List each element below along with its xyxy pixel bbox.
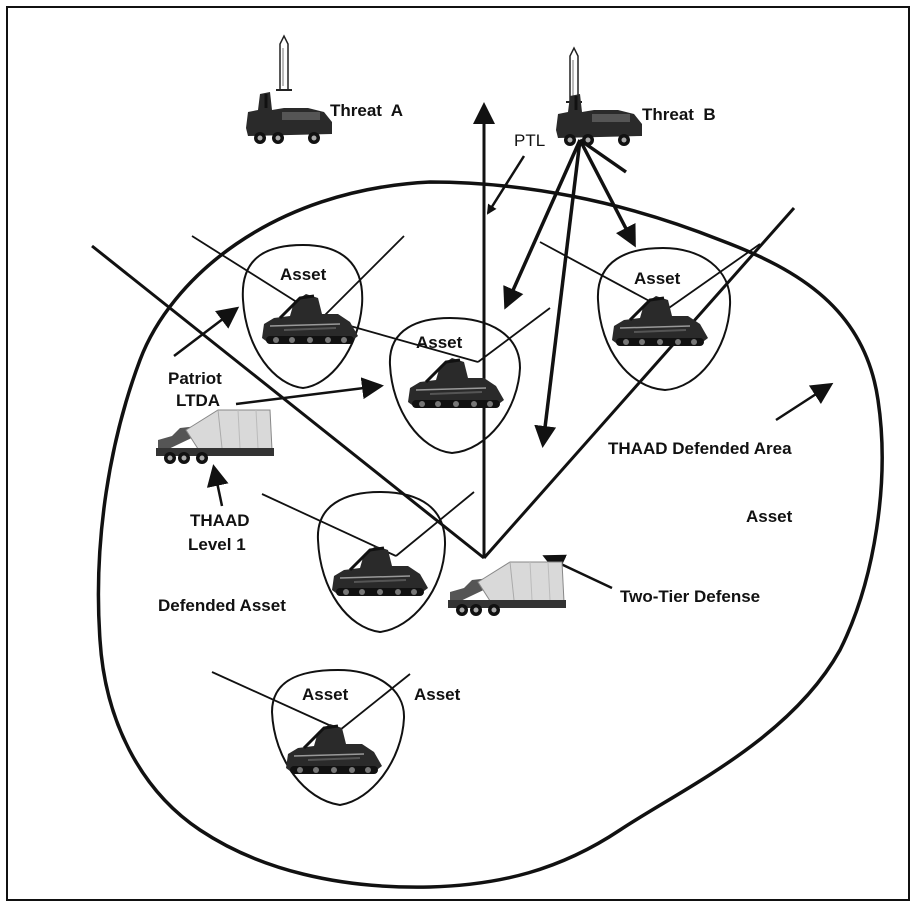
missile-icon [565,47,583,103]
ptl-label: PTL [514,131,545,150]
patriot-launcher-icon [406,356,506,410]
asset-label-2: Asset [416,333,463,352]
defended-asset-label: Defended Asset [158,596,286,615]
thaad-launcher-icon [447,561,567,617]
patriot-label: Patriot [168,369,222,388]
patriot-arrow-to-asset-2 [235,377,384,406]
thaad-launcher-icon [155,409,275,465]
patriot-footprint-3 [596,246,732,392]
patriot-footprint-4 [316,490,447,634]
patriot-launcher-icon [610,294,710,348]
asset-label-3: Asset [634,269,681,288]
launcher-vehicle-icon [244,90,334,146]
two-tier-defense-label: Two-Tier Defense [620,587,760,606]
missile-icon [275,35,293,91]
thaad-defended-area-label: THAAD Defended Area [608,439,792,458]
threat-a-label: Threat A [330,101,403,120]
asset-label-right: Asset [746,507,793,526]
asset-label-4: Asset [414,685,461,704]
patriot-arrow-to-asset-1 [173,306,240,357]
asset-label-1: Asset [280,265,327,284]
threat-b-label: Threat B [642,105,716,124]
thaad-level1-arrow [206,464,229,507]
asset-label-5: Asset [302,685,349,704]
thaad-defended-area-boundary [96,180,884,889]
patriot-footprint-2 [388,316,522,455]
patriot-launcher-icon [330,544,430,598]
patriot-footprint-1 [241,243,364,390]
thaad-coverage-line-left [91,244,485,560]
level-1-label: Level 1 [188,535,246,554]
thaad-coverage-line-right [482,207,796,559]
ltda-label: LTDA [176,391,220,410]
thaad-defended-area-arrow [775,382,834,422]
patriot-launcher-icon [284,722,384,776]
thaad-label: THAAD [190,511,250,530]
threat-b-engagement-arrows [503,138,636,448]
patriot-footprint-5 [270,668,406,807]
patriot-coverage-lines [191,235,761,731]
ptl-pointer-arrow [486,155,526,215]
patriot-launcher-icon [260,292,360,346]
